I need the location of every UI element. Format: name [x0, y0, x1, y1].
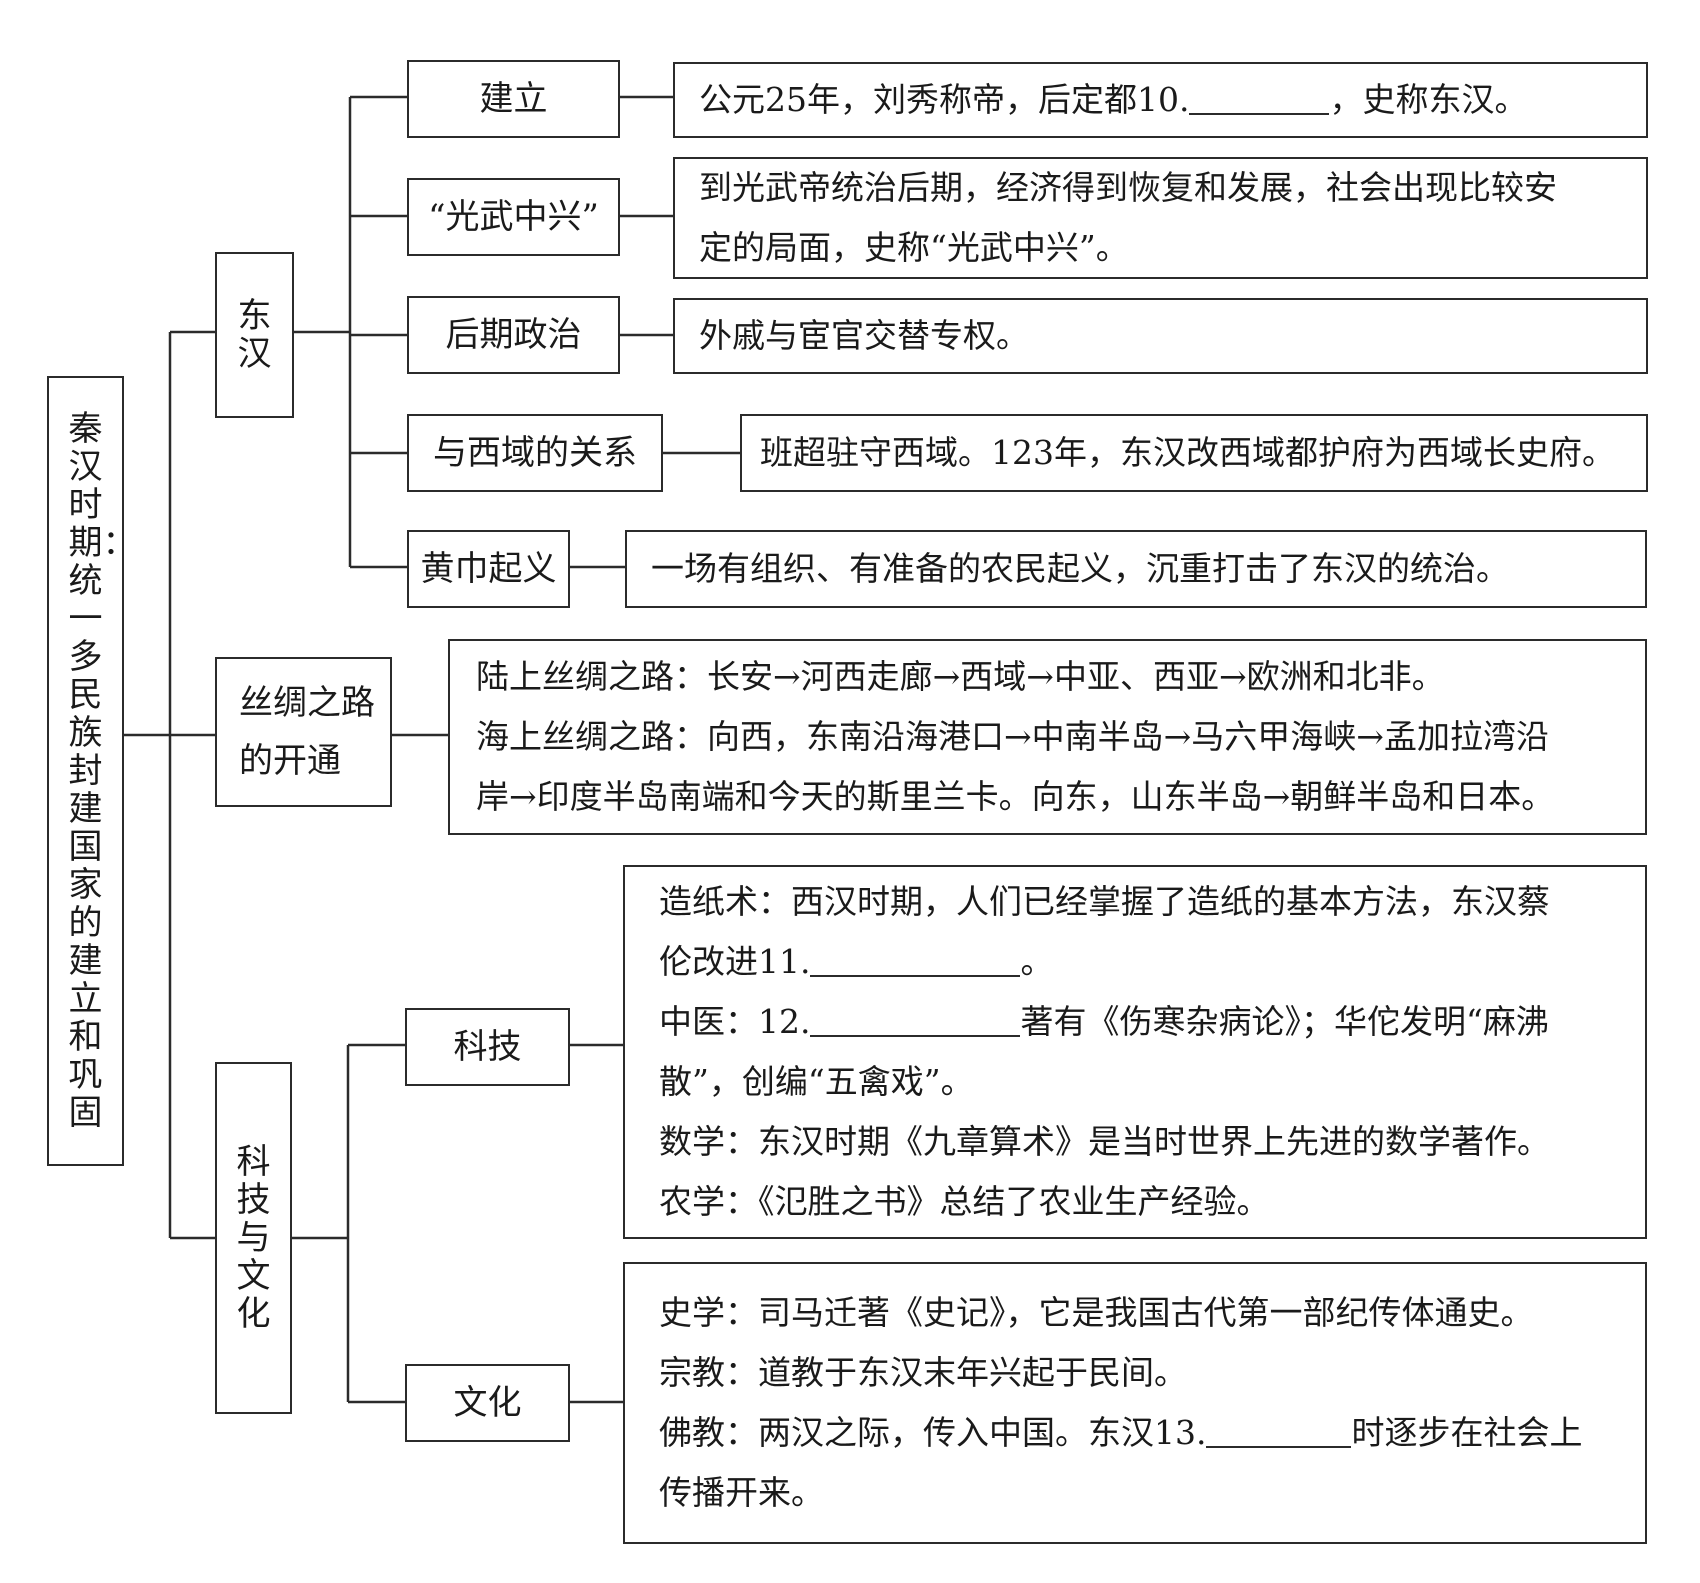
culture-buddhism-line-2: 传播开来。	[659, 1473, 824, 1512]
tech-medicine-line-1-post: 著有《伤寒杂病论》；华佗发明“麻沸	[1020, 1002, 1549, 1041]
content-culture: 史学：司马迁著《史记》，它是我国古代第一部纪传体通史。 宗教：道教于东汉末年兴起…	[623, 1262, 1647, 1544]
establish-text-pre: 公元25年，刘秀称帝，后定都10.	[699, 80, 1190, 119]
content-later-politics: 外戚与宦官交替专权。	[673, 298, 1648, 374]
later-politics-text: 外戚与宦官交替专权。	[699, 316, 1029, 355]
item-yellow-turban-label: 黄巾起义	[420, 548, 557, 589]
culture-history: 史学：司马迁著《史记》，它是我国古代第一部纪传体通史。	[659, 1293, 1534, 1332]
item-establish-box: 建立	[407, 60, 620, 138]
item-yellow-turban-box: 黄巾起义	[407, 530, 570, 608]
culture-label: 文化	[453, 1382, 522, 1423]
western-regions-text: 班超驻守西域。123年，东汉改西域都护府为西域长史府。	[760, 433, 1615, 472]
content-western-regions: 班超驻守西域。123年，东汉改西域都护府为西域长史府。	[740, 414, 1648, 492]
content-establish: 公元25年，刘秀称帝，后定都10. ，史称东汉。	[673, 62, 1648, 138]
silk-road-line-1: 陆上丝绸之路：长安→河西走廊→西域→中亚、西亚→欧洲和北非。	[476, 657, 1445, 696]
tech-label: 科技	[453, 1026, 522, 1067]
blank-13	[1206, 1413, 1352, 1448]
blank-10	[1189, 80, 1330, 115]
tech-box: 科技	[405, 1008, 570, 1086]
root-box: 秦汉时期：统一多民族封建国家的建立和巩固	[47, 376, 137, 1166]
culture-buddhism-line-1-post: 时逐步在社会上	[1351, 1413, 1583, 1452]
silk-road-box: 丝绸之路 的开通	[215, 657, 392, 807]
dong-han-label: 东汉	[237, 296, 272, 374]
content-yellow-turban: 一场有组织、有准备的农民起义，沉重打击了东汉的统治。	[625, 530, 1647, 608]
guangwu-line-2: 定的局面，史称“光武中兴”。	[699, 228, 1129, 267]
tech-culture-label: 科技与文化	[236, 1142, 271, 1334]
content-tech: 造纸术：西汉时期，人们已经掌握了造纸的基本方法，东汉蔡 伦改进11. 。 中医：1…	[623, 865, 1647, 1239]
item-later-politics-label: 后期政治	[445, 314, 582, 355]
culture-buddhism-line-1-pre: 佛教：两汉之际，传入中国。东汉13.	[659, 1413, 1207, 1452]
tech-paper-line-2-pre: 伦改进11.	[659, 942, 811, 981]
item-guangwu-label: “光武中兴”	[428, 196, 599, 237]
item-western-regions-box: 与西域的关系	[407, 414, 663, 492]
establish-text-post: ，史称东汉。	[1329, 80, 1528, 119]
guangwu-line-1: 到光武帝统治后期，经济得到恢复和发展，社会出现比较安	[699, 168, 1557, 207]
silk-road-line-3: 岸→印度半岛南端和今天的斯里兰卡。向东，山东半岛→朝鲜半岛和日本。	[476, 777, 1555, 816]
item-establish-label: 建立	[479, 78, 548, 119]
yellow-turban-text: 一场有组织、有准备的农民起义，沉重打击了东汉的统治。	[651, 549, 1509, 588]
content-guangwu: 到光武帝统治后期，经济得到恢复和发展，社会出现比较安 定的局面，史称“光武中兴”…	[673, 157, 1648, 279]
tech-medicine-line-1-pre: 中医：12.	[659, 1002, 811, 1041]
blank-12	[810, 1002, 1021, 1037]
culture-box: 文化	[405, 1364, 570, 1442]
item-later-politics-box: 后期政治	[407, 296, 620, 374]
tech-culture-box: 科技与文化	[215, 1062, 292, 1414]
dong-han-box: 东汉	[215, 252, 294, 418]
silk-road-label-1: 丝绸之路	[239, 683, 375, 723]
silk-road-label-2: 的开通	[239, 741, 341, 781]
tech-math: 数学：东汉时期《九章算术》是当时世界上先进的数学著作。	[659, 1122, 1550, 1161]
item-guangwu-box: “光武中兴”	[407, 178, 620, 256]
content-silk-road: 陆上丝绸之路：长安→河西走廊→西域→中亚、西亚→欧洲和北非。 海上丝绸之路：向西…	[448, 639, 1647, 835]
blank-11	[810, 942, 1021, 977]
tech-agriculture: 农学：《氾胜之书》总结了农业生产经验。	[659, 1182, 1270, 1221]
item-western-regions-label: 与西域的关系	[433, 432, 637, 473]
culture-religion: 宗教：道教于东汉末年兴起于民间。	[659, 1353, 1187, 1392]
tech-paper-line-1: 造纸术：西汉时期，人们已经掌握了造纸的基本方法，东汉蔡	[659, 882, 1550, 921]
silk-road-line-2: 海上丝绸之路：向西，东南沿海港口→中南半岛→马六甲海峡→孟加拉湾沿	[476, 717, 1549, 756]
root-title: 秦汉时期：统一多民族封建国家的建立和巩固	[68, 409, 137, 1133]
tech-medicine-line-2: 散”，创编“五禽戏”。	[659, 1062, 974, 1101]
tech-paper-line-2-post: 。	[1020, 942, 1054, 981]
